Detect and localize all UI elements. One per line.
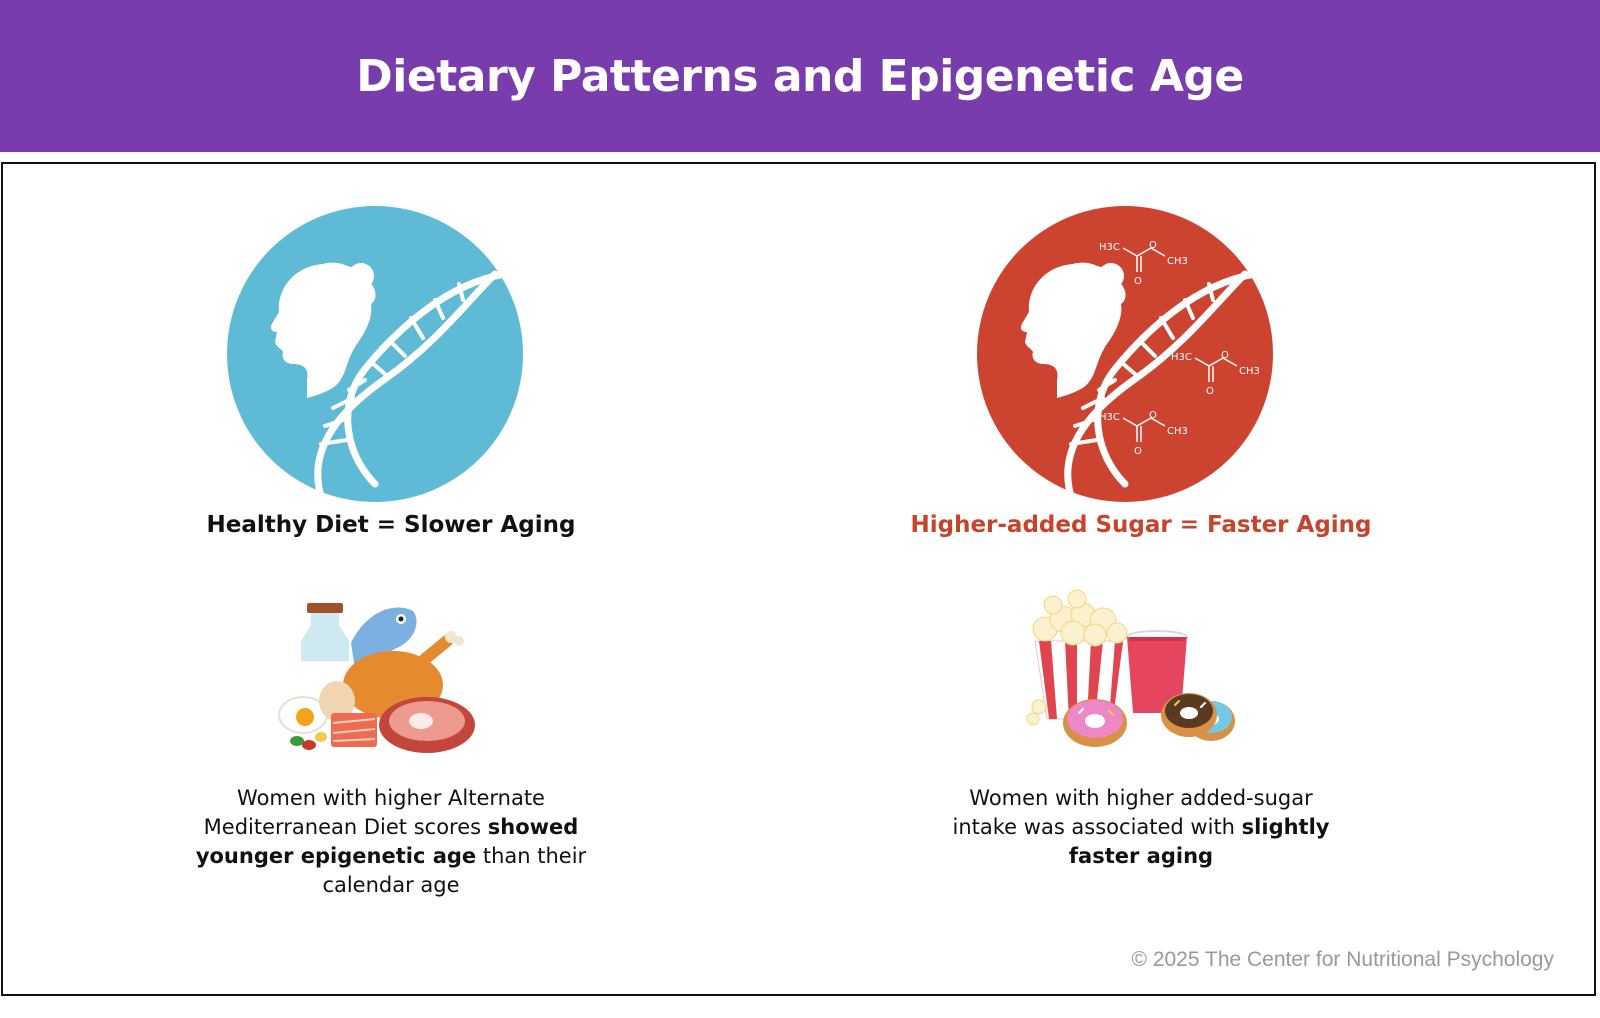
healthy-food-icon <box>275 589 485 759</box>
svg-text:CH3: CH3 <box>1167 256 1188 267</box>
svg-text:O: O <box>1134 276 1142 287</box>
sugary-food-icon <box>1025 589 1235 759</box>
header-banner: Dietary Patterns and Epigenetic Age <box>0 0 1600 152</box>
svg-text:O: O <box>1149 410 1157 421</box>
methyl-group-3: H3C O O CH3 <box>1099 410 1188 457</box>
svg-text:CH3: CH3 <box>1167 426 1188 437</box>
content-frame: Healthy Diet = Slower Aging <box>1 162 1596 996</box>
svg-text:CH3: CH3 <box>1239 366 1260 377</box>
healthy-diet-caption: Women with higher Alternate Mediterranea… <box>195 786 587 897</box>
woman-dna-icon <box>225 204 525 504</box>
svg-text:O: O <box>1134 446 1142 457</box>
svg-text:O: O <box>1149 240 1157 251</box>
methyl-group-1: H3C O O CH3 <box>1099 240 1188 287</box>
sugar-diet-title: Higher-added Sugar = Faster Aging <box>910 512 1372 538</box>
copyright-notice: © 2025 The Center for Nutritional Psycho… <box>1131 948 1554 971</box>
sugar-diet-caption: Women with higher added-sugar intake was… <box>952 786 1330 868</box>
woman-dna-methyl-icon: H3C O O CH3 H3C <box>975 204 1275 504</box>
methyl-group-2: H3C O O CH3 <box>1171 350 1260 397</box>
healthy-diet-title: Healthy Diet = Slower Aging <box>206 512 576 538</box>
svg-text:O: O <box>1221 350 1229 361</box>
svg-text:H3C: H3C <box>1099 242 1120 253</box>
svg-text:H3C: H3C <box>1171 352 1192 363</box>
svg-text:H3C: H3C <box>1099 412 1120 423</box>
svg-text:O: O <box>1206 386 1214 397</box>
page-title: Dietary Patterns and Epigenetic Age <box>356 50 1244 102</box>
